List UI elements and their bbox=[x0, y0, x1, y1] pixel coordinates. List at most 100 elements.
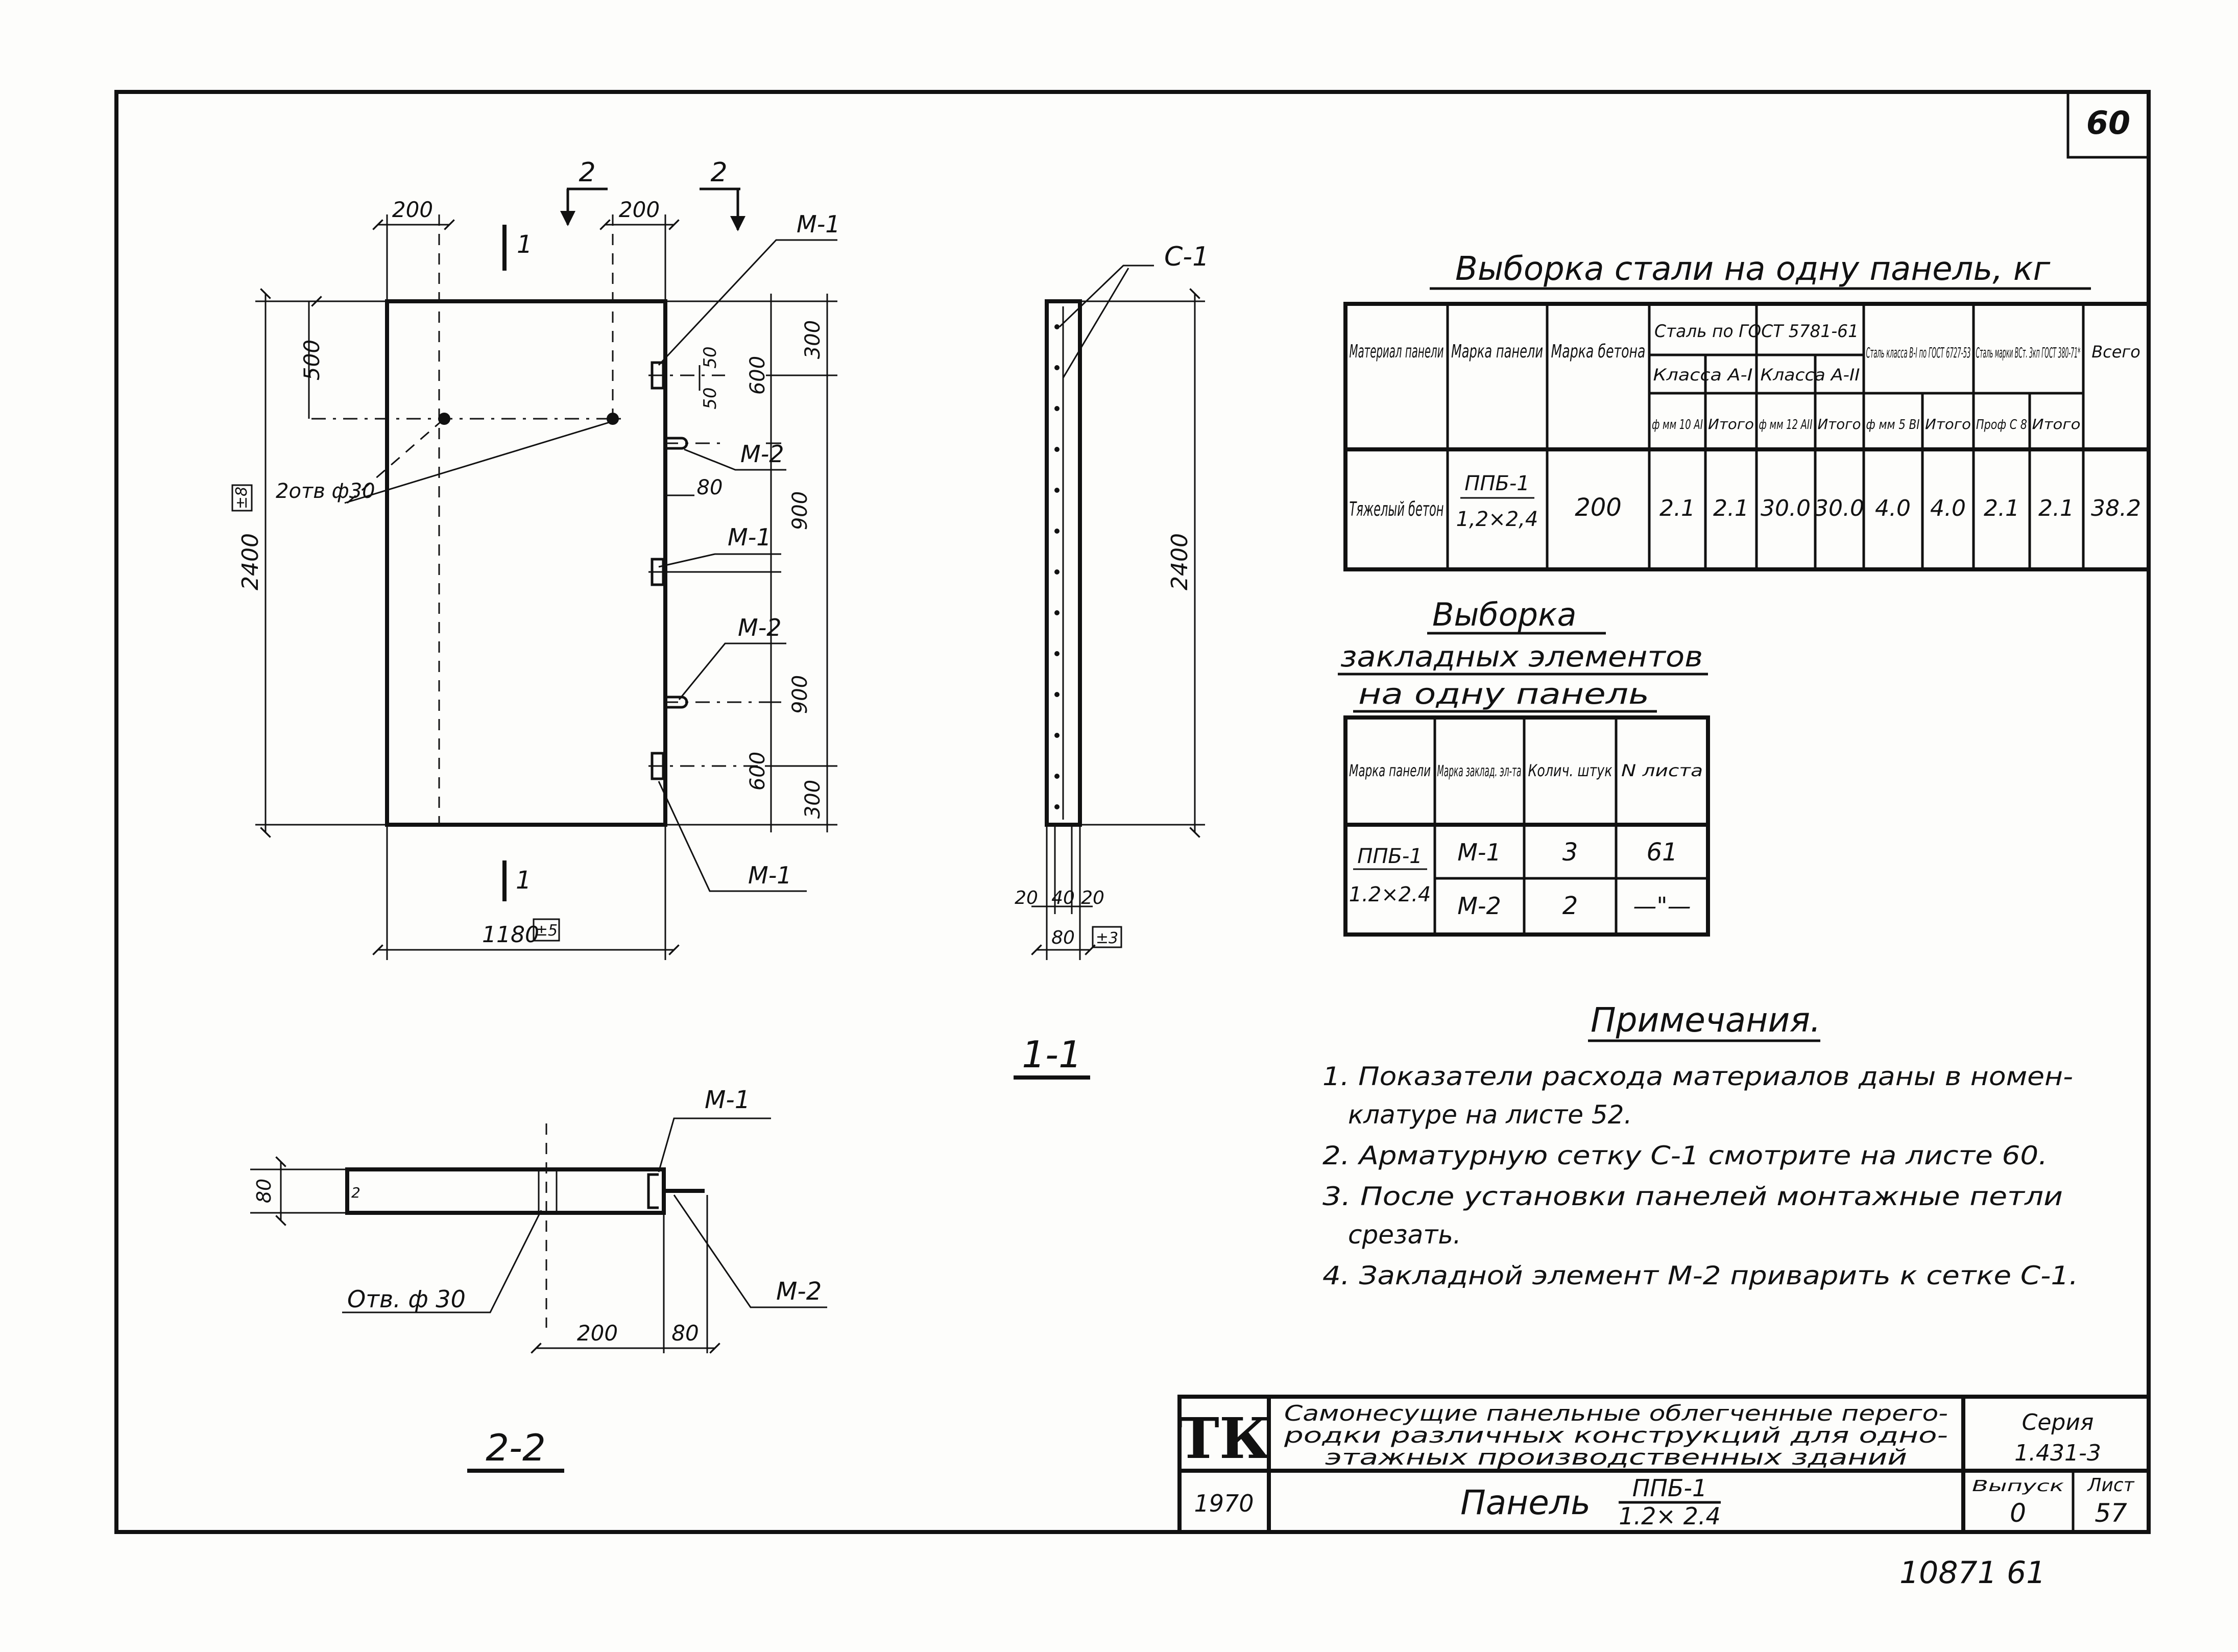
h-vst: Сталь марки ВСт. 3кп ГОСТ 380-71* bbox=[1976, 344, 2081, 361]
dim-80-section: 80 bbox=[1051, 927, 1075, 948]
cut-label-1-bottom: 1 bbox=[516, 866, 532, 895]
dim-left-tolerance: ±8 bbox=[233, 487, 251, 509]
dim-50-a: 50 bbox=[700, 346, 720, 368]
row-concrete: 200 bbox=[1575, 493, 1622, 522]
embed-h-mark: Марка панели bbox=[1349, 761, 1431, 780]
h-class-b1: Сталь класса В-I по ГОСТ 6727-53 bbox=[1866, 344, 1971, 361]
label-22-m2: М-2 bbox=[776, 1277, 822, 1306]
h-class-a2: Класса А-II bbox=[1761, 365, 1860, 385]
archive-stamp: 10871 61 bbox=[1899, 1555, 2046, 1591]
tb-sheet: 57 bbox=[2095, 1498, 2127, 1528]
dim-40: 40 bbox=[1051, 888, 1075, 908]
embed-h-qty: Колич. штук bbox=[1528, 761, 1613, 780]
dim-left-500: 500 bbox=[299, 340, 324, 380]
row-a1: 2.1 bbox=[1659, 495, 1695, 521]
row-mark-top: ППБ-1 bbox=[1464, 472, 1529, 495]
dim-section-2400: 2400 bbox=[1167, 533, 1193, 590]
embed-m2-mid bbox=[664, 696, 776, 709]
embed-title-1: Выборка bbox=[1432, 596, 1576, 633]
dim-80: 80 bbox=[697, 476, 723, 499]
sub-vst-total: Итого bbox=[2032, 416, 2081, 433]
embed-m1-top bbox=[648, 361, 725, 390]
dim-22-80-bottom: 80 bbox=[671, 1321, 699, 1346]
sheet-frame: 60 bbox=[114, 90, 2151, 1534]
sub-a2-total: Итого bbox=[1818, 416, 1861, 433]
caption-2-2: 2-2 bbox=[486, 1426, 546, 1469]
embed-title-3: на одну панель bbox=[1358, 678, 1649, 711]
embed-row-1-mark: М-1 bbox=[1457, 839, 1501, 866]
holes-label: 2отв ф30 bbox=[276, 480, 375, 503]
embed-row-2-mark: М-2 bbox=[1457, 892, 1501, 920]
label-m2-top: М-2 bbox=[740, 440, 784, 468]
row-b1-total: 4.0 bbox=[1930, 495, 1966, 521]
label-m1-mid: М-1 bbox=[728, 523, 772, 551]
embed-m1-section bbox=[647, 1173, 659, 1209]
tb-desc-3: этажных производственных зданий bbox=[1325, 1445, 1907, 1470]
row-vst: 2.1 bbox=[1984, 495, 2019, 521]
h-class-a1: Класса А-I bbox=[1653, 365, 1753, 385]
embed-title-2: закладных элементов bbox=[1340, 640, 1703, 674]
h-gost5781: Сталь по ГОСТ 5781-61 bbox=[1654, 321, 1859, 342]
dim-top-200-a: 200 bbox=[392, 197, 433, 222]
front-view: 1 1 2 2 200 200 2400 ±8 500 bbox=[231, 157, 840, 960]
sheet-number: 60 bbox=[2086, 104, 2130, 141]
cut-arrow-2-b: 2 bbox=[700, 157, 745, 231]
row-vst-total: 2.1 bbox=[2038, 495, 2074, 521]
dim-22-200: 200 bbox=[577, 1321, 618, 1346]
note-2: 2. Арматурную сетку С-1 смотрите на лист… bbox=[1322, 1141, 2048, 1170]
note-4: 4. Закладной элемент М-2 приварить к сет… bbox=[1322, 1261, 2078, 1290]
dim-tol-section: ±3 bbox=[1096, 929, 1118, 947]
embed-mark-top: ППБ-1 bbox=[1357, 845, 1422, 868]
embed-row-1-sheet: 61 bbox=[1646, 838, 1677, 867]
sub-a2: ф мм 12 АII bbox=[1759, 417, 1813, 433]
mesh-bars bbox=[1054, 324, 1060, 809]
section-2-2: 80 2 М-1 М-2 Отв. ф 30 200 80 2-2 bbox=[250, 1086, 827, 1473]
row-b1: 4.0 bbox=[1875, 495, 1911, 521]
note-1b: клатуре на листе 52. bbox=[1348, 1100, 1632, 1130]
section-1-1: С-1 2400 20 40 20 80 ±3 1-1 bbox=[1014, 242, 1209, 1080]
embed-m1-mid bbox=[648, 558, 776, 586]
tb-series-label: Серия bbox=[2022, 1409, 2094, 1435]
sub-a1-total: Итого bbox=[1708, 416, 1754, 433]
sub-b1-total: Итого bbox=[1925, 416, 1971, 433]
label-m1-bot: М-1 bbox=[748, 861, 792, 889]
steel-table: Выборка стали на одну панель, кг Материа… bbox=[1343, 250, 2151, 571]
logo-tk: ТК bbox=[1177, 1405, 1270, 1471]
note-3a: 3. После установки панелей монтажные пет… bbox=[1322, 1182, 2063, 1211]
sheet-number-box bbox=[2066, 90, 2150, 159]
tb-panel-mark-top: ППБ-1 bbox=[1632, 1474, 1707, 1502]
h-total: Всего bbox=[2091, 342, 2140, 362]
label-m2-mid: М-2 bbox=[738, 614, 782, 641]
row-material: Тяжелый бетон bbox=[1350, 498, 1444, 520]
tb-year: 1970 bbox=[1194, 1490, 1254, 1517]
label-c1: С-1 bbox=[1164, 242, 1209, 272]
dim-left-2400: 2400 bbox=[237, 533, 263, 590]
tb-issue-label: Выпуск bbox=[1972, 1477, 2064, 1495]
dim-right-900-b: 900 bbox=[788, 675, 812, 714]
embed-row-2-sheet: —"— bbox=[1633, 892, 1691, 920]
tb-sheet-label: Лист bbox=[2086, 1475, 2134, 1496]
row-a1-total: 2.1 bbox=[1713, 495, 1749, 521]
tb-series: 1.431-3 bbox=[2014, 1440, 2101, 1466]
caption-1-1: 1-1 bbox=[1022, 1033, 1082, 1076]
cut-label-2-a: 2 bbox=[579, 157, 595, 188]
cut-label-2-b: 2 bbox=[710, 157, 727, 188]
panel-outline bbox=[385, 299, 667, 827]
embed-h-emark: Марка заклад. эл-та bbox=[1437, 762, 1522, 780]
tb-desc-2: родки различных конструкций для одно- bbox=[1284, 1423, 1948, 1448]
row-a2: 30.0 bbox=[1761, 495, 1811, 521]
notes-title: Примечания. bbox=[1591, 1000, 1821, 1040]
dim-22-inner: 2 bbox=[351, 1184, 360, 1201]
label-m1-top: М-1 bbox=[797, 210, 840, 238]
dim-top-200-b: 200 bbox=[619, 197, 660, 222]
dim-22-80: 80 bbox=[253, 1179, 275, 1203]
row-a2-total: 30.0 bbox=[1814, 495, 1864, 521]
h-mark: Марка панели bbox=[1451, 341, 1543, 362]
label-22-m1: М-1 bbox=[705, 1086, 750, 1114]
tb-panel: Панель bbox=[1460, 1483, 1591, 1522]
dim-20-a: 20 bbox=[1015, 888, 1038, 908]
embed-row-1-qty: 3 bbox=[1562, 838, 1578, 867]
embed-mark-bottom: 1.2×2.4 bbox=[1349, 883, 1431, 906]
dim-right-300-bot: 300 bbox=[801, 780, 825, 819]
dim-right-900-a: 900 bbox=[788, 491, 812, 530]
